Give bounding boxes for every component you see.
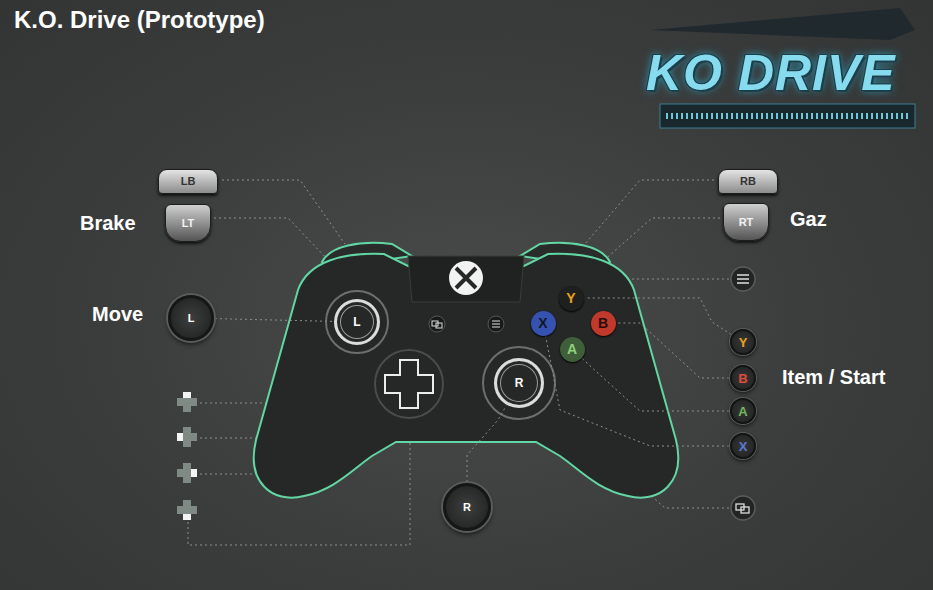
- dpad-icon: [177, 463, 197, 483]
- logo-ticks: [666, 113, 910, 119]
- button-label: L: [353, 315, 360, 329]
- button-badge: Y: [730, 329, 756, 355]
- dpad-glyph: [177, 392, 197, 412]
- guide-panel: [408, 256, 524, 302]
- button-label: B: [738, 371, 747, 386]
- view-icon: [436, 323, 442, 328]
- controller-stick: L: [334, 299, 380, 345]
- leader-lines: [188, 180, 729, 545]
- dpad-highlight: [177, 433, 183, 441]
- trigger-badge: LT: [165, 204, 211, 242]
- dpad-ring: [375, 350, 443, 418]
- stick-badge: R: [443, 483, 491, 531]
- leader-line: [585, 298, 732, 334]
- menu-badge: [731, 267, 755, 291]
- bumper-badge: LB: [158, 169, 218, 194]
- diagram-title: K.O. Drive (Prototype): [14, 6, 265, 34]
- button-label: X: [538, 315, 547, 331]
- face-button: Y: [559, 286, 584, 311]
- button-label: A: [567, 341, 577, 357]
- dpad-glyph: [177, 500, 197, 520]
- trigger-badge: RT: [723, 203, 769, 241]
- button-badge: B: [730, 365, 756, 391]
- view-button: [429, 316, 445, 332]
- dpad-icon: [177, 500, 197, 520]
- bumper-badge: RB: [718, 169, 778, 194]
- button-label: Y: [566, 290, 575, 306]
- button-label: B: [598, 315, 608, 331]
- controller: [254, 243, 678, 498]
- button-label: RT: [739, 216, 754, 228]
- view-icon: [741, 507, 749, 513]
- dpad: [385, 360, 433, 408]
- game-logo: KO DRIVE: [646, 44, 896, 102]
- button-badge: X: [730, 433, 756, 459]
- button-label: X: [739, 439, 748, 454]
- view-badge: [731, 496, 755, 520]
- menu-icon: [737, 275, 749, 283]
- control-label: Gaz: [790, 208, 827, 231]
- control-label: Move: [92, 303, 143, 326]
- logo-bar: [660, 104, 915, 128]
- leader-line: [467, 406, 506, 482]
- button-label: R: [515, 376, 524, 390]
- button-label: LB: [181, 175, 196, 187]
- button-label: RB: [740, 175, 756, 187]
- face-button: X: [531, 311, 556, 336]
- leader-line: [617, 323, 730, 378]
- button-label: A: [738, 404, 747, 419]
- dpad-glyph: [177, 427, 197, 447]
- guide-button: [449, 261, 483, 295]
- stick-ring: [483, 347, 555, 419]
- dpad-icon: [177, 427, 197, 447]
- logo-swoosh: [650, 8, 915, 40]
- button-label: Y: [739, 335, 748, 350]
- face-button: A: [560, 337, 585, 362]
- leader-line: [602, 218, 720, 262]
- leader-line: [546, 336, 729, 446]
- dpad-highlight: [183, 392, 191, 398]
- button-badge: A: [730, 398, 756, 424]
- leader-line: [582, 358, 729, 411]
- leader-line: [214, 218, 330, 262]
- dpad-icon: [177, 392, 197, 412]
- button-label: LT: [182, 217, 195, 229]
- button-label: R: [463, 501, 471, 513]
- stick-ring: [326, 291, 388, 353]
- control-label: Brake: [80, 212, 136, 235]
- controller-stick: R: [494, 358, 544, 408]
- face-button: B: [591, 311, 616, 336]
- menu-icon: [492, 321, 500, 327]
- leader-line: [215, 319, 333, 322]
- leader-line: [222, 180, 345, 244]
- control-label: Item / Start: [782, 366, 885, 389]
- dpad-highlight: [191, 469, 197, 477]
- dpad-glyph: [177, 463, 197, 483]
- stick-badge: L: [168, 295, 214, 341]
- menu-button: [488, 316, 504, 332]
- leader-line: [585, 180, 714, 244]
- dpad-highlight: [183, 514, 191, 520]
- button-label: L: [188, 312, 195, 324]
- guide-logo: [456, 268, 476, 288]
- controller-body: [254, 254, 678, 498]
